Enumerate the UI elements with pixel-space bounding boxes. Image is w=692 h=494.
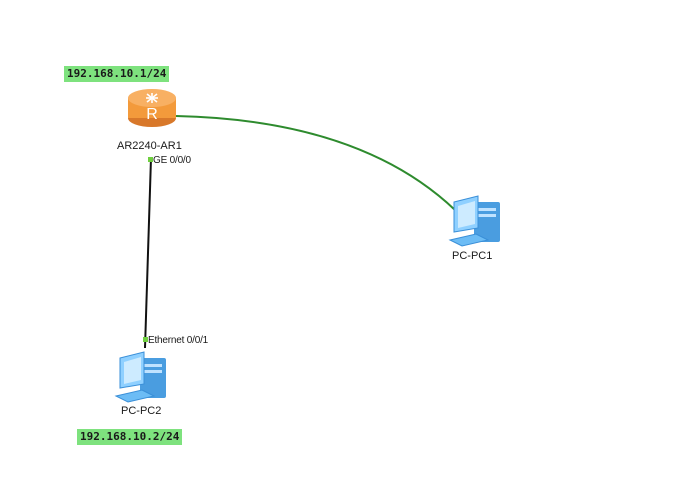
router-icon[interactable]: R [128,89,176,127]
svg-text:R: R [146,106,158,123]
port-dot-router [148,157,153,162]
pc2-icon[interactable] [114,351,166,403]
pc1-icon[interactable] [448,195,500,247]
router-name-label: AR2240-AR1 [117,140,182,152]
pc2-name-label: PC-PC2 [121,405,162,417]
link-router-pc2[interactable] [144,157,152,349]
pc1-name-label: PC-PC1 [452,250,493,262]
link-router-pc1[interactable] [175,115,456,211]
ip-label-pc2[interactable]: 192.168.10.2/24 [77,429,183,445]
port-label-pc2: Ethernet 0/0/1 [148,335,209,346]
ip-label-router[interactable]: 192.168.10.1/24 [64,66,170,82]
port-dot-pc2 [143,337,148,342]
port-label-router: GE 0/0/0 [153,155,191,166]
